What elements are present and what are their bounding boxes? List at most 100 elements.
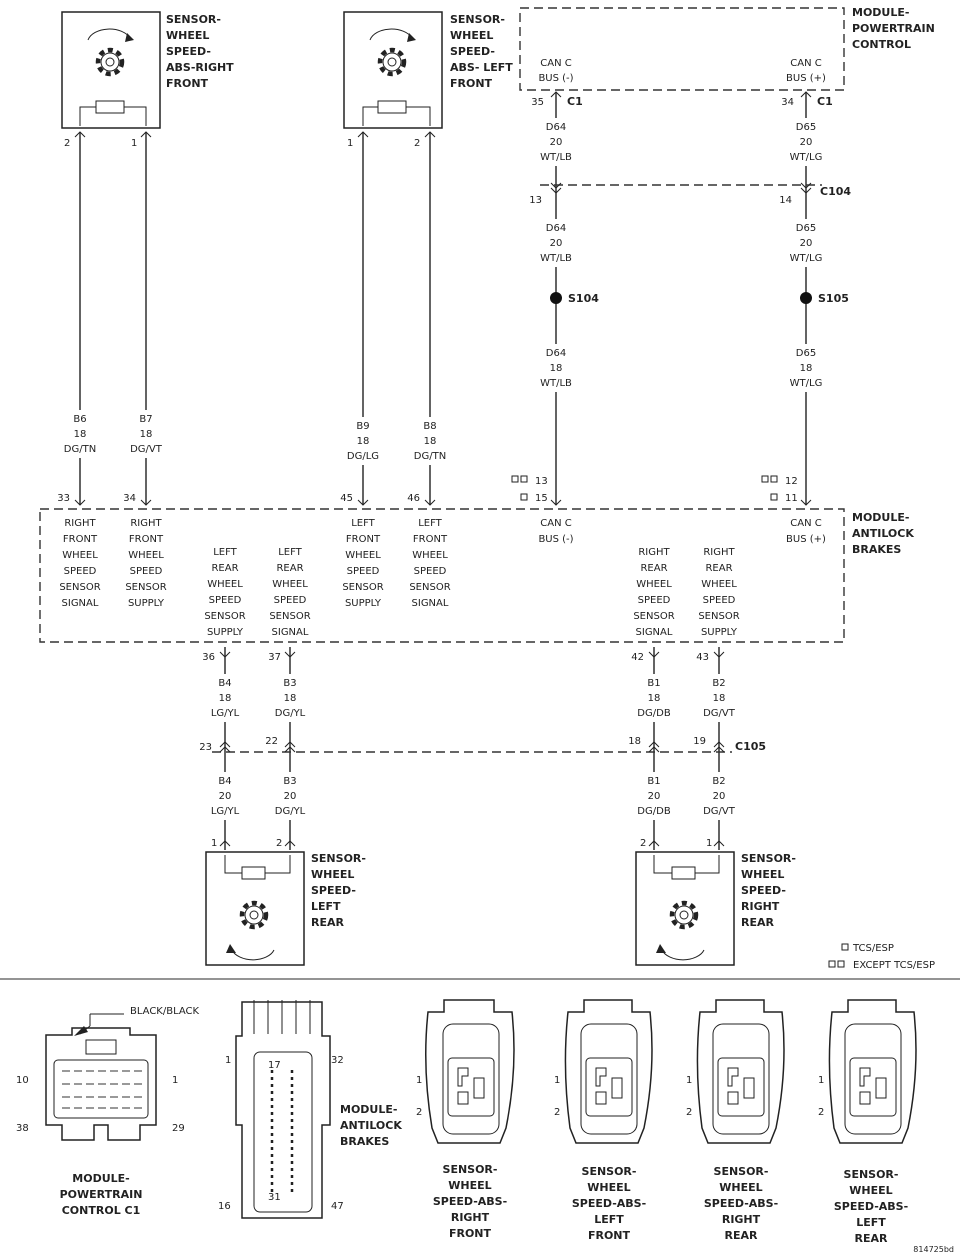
pin-number: 12 [785, 476, 798, 487]
pin-function-line: SPEED [64, 566, 97, 577]
sensor-label-line: REAR [311, 916, 344, 929]
wire-label: D64 20 WT/LB [538, 118, 574, 166]
pin-function: CAN C BUS (-) [538, 518, 573, 545]
connector-c105-terminals [219, 741, 725, 753]
pin-number: 43 [696, 652, 709, 663]
pin-function-line: WHEEL [701, 579, 737, 590]
pin-function-line: LEFT [278, 547, 302, 558]
wire-color: DG/VT [703, 806, 736, 817]
wires-front: B6 18 DG/TN B7 18 DG/VT B9 18 DG/LG B8 1… [64, 131, 446, 506]
pin-number: 13 [529, 195, 542, 206]
figure-reference-code: 814725bd [913, 1245, 954, 1254]
pin-function: CAN C BUS (+) [786, 518, 826, 545]
sensor-label-line: FRONT [450, 77, 493, 90]
pin-function-line: RIGHT [703, 547, 735, 558]
pin-number: 16 [218, 1201, 231, 1212]
pin-number: 15 [535, 493, 548, 504]
pin-number: 2 [276, 838, 282, 849]
sensor-label-line: SENSOR- [741, 852, 796, 865]
pin-number: 11 [785, 493, 798, 504]
connector-caption-line: WHEEL [448, 1179, 491, 1192]
pin-function-line: BUS (-) [538, 534, 573, 545]
connector-caption-line: REAR [725, 1229, 758, 1242]
pin-number: 10 [16, 1075, 29, 1086]
wire-gauge: 20 [284, 791, 297, 802]
connector-caption-line: SENSOR- [443, 1163, 498, 1176]
connector-caption-line: SENSOR- [844, 1168, 899, 1181]
pin-number: 22 [265, 736, 278, 747]
sensor-label-line: WHEEL [741, 868, 784, 881]
pin-function-line: SPEED [638, 595, 671, 606]
terminal-marks [550, 91, 812, 98]
wire-label: B8 18 DG/TN [414, 417, 446, 465]
tcs-esp-pin-marker: 12 11 [761, 475, 798, 504]
connector-c105-label: C105 [735, 740, 766, 753]
sensor-label-line: FRONT [166, 77, 209, 90]
connector-caption-line: POWERTRAIN [60, 1188, 143, 1201]
wire-color: WT/LB [540, 378, 572, 389]
sensor-label-line: WHEEL [450, 29, 493, 42]
wires-can: C104 13 14 D64 20 WT/LB D65 20 WT/LG D64… [529, 91, 851, 506]
pin-number: 2 [554, 1107, 560, 1118]
wire-gauge: 18 [550, 363, 563, 374]
connector-caption-line: WHEEL [849, 1184, 892, 1197]
connector-view-sensor-right-front: 1 2 SENSOR- WHEEL SPEED-ABS- RIGHT FRONT [416, 999, 515, 1240]
wire-label: B2 18 DG/VT [699, 674, 739, 722]
pin-number: 32 [331, 1055, 344, 1066]
pin-function-line: SIGNAL [62, 598, 99, 609]
connector-caption-line: MODULE- [72, 1172, 129, 1185]
resistor-icon [79, 100, 147, 126]
wire-circuit: B2 [712, 776, 725, 787]
wire-circuit: D64 [546, 348, 566, 359]
pin-function-line: FRONT [63, 534, 98, 545]
wire-gauge: 20 [800, 137, 813, 148]
pin-number: 1 [554, 1075, 560, 1086]
gear-icon [239, 900, 269, 930]
wire-label: B2 20 DG/VT [699, 772, 739, 820]
pin-number: 34 [123, 493, 136, 504]
connector-shell [425, 999, 515, 1144]
connector-caption-line: SPEED-ABS- [433, 1195, 507, 1208]
pin-function: LEFT FRONT WHEEL SPEED SENSOR SUPPLY [342, 518, 383, 609]
pin-number: 1 [686, 1075, 692, 1086]
sensor-label-line: LEFT [311, 900, 341, 913]
pin-number: 1 [347, 138, 353, 149]
arrow-icon [369, 28, 416, 42]
pin-function-line: REAR [705, 563, 732, 574]
pin-function-line: SENSOR [342, 582, 383, 593]
pin-function: BUS (-) [538, 73, 573, 84]
pin-function-line: SPEED [414, 566, 447, 577]
wire-circuit: B3 [283, 678, 296, 689]
pin-function-line: RIGHT [130, 518, 162, 529]
sensor-right-rear: 2 1 SENSOR- WHEEL SPEED- RIGHT REAR [635, 838, 796, 966]
connector-view-sensor-right-rear: 1 2 SENSOR- WHEEL SPEED-ABS- RIGHT REAR [686, 999, 785, 1242]
connector-id: C1 [817, 95, 833, 108]
pin-function: LEFT FRONT WHEEL SPEED SENSOR SIGNAL [409, 518, 450, 609]
splice-s104-dot [550, 292, 562, 304]
resistor-icon [653, 855, 720, 880]
pin-function-line: CAN C [790, 518, 821, 529]
pin-function: RIGHT FRONT WHEEL SPEED SENSOR SIGNAL [59, 518, 100, 609]
pin-function: RIGHT REAR WHEEL SPEED SENSOR SIGNAL [633, 547, 674, 638]
splice-s105-dot [800, 292, 812, 304]
pin-number: 1 [706, 838, 712, 849]
wire-gauge: 18 [140, 429, 153, 440]
wire-circuit: B1 [647, 776, 660, 787]
pin-function-line: SENSOR [698, 611, 739, 622]
pin-function: RIGHT FRONT WHEEL SPEED SENSOR SUPPLY [125, 518, 166, 609]
pin-function-line: SIGNAL [412, 598, 449, 609]
pin-number: 29 [172, 1123, 185, 1134]
wire-gauge: 18 [648, 693, 661, 704]
pin-function-line: SPEED [274, 595, 307, 606]
wire-gauge: 20 [550, 137, 563, 148]
pin-number: 46 [407, 493, 420, 504]
wire-gauge: 18 [713, 693, 726, 704]
legend-except-label: EXCEPT TCS/ESP [853, 960, 935, 971]
connector-caption-line: SPEED-ABS- [704, 1197, 778, 1210]
pin-function-line: LEFT [418, 518, 442, 529]
pin-number: 14 [779, 195, 792, 206]
wire-color: DG/YL [275, 806, 306, 817]
connector-view-sensor-left-front: 1 2 SENSOR- WHEEL SPEED-ABS- LEFT FRONT [554, 999, 653, 1242]
pin-function: LEFT REAR WHEEL SPEED SENSOR SUPPLY [204, 547, 245, 638]
pin-function-line: SENSOR [269, 611, 310, 622]
